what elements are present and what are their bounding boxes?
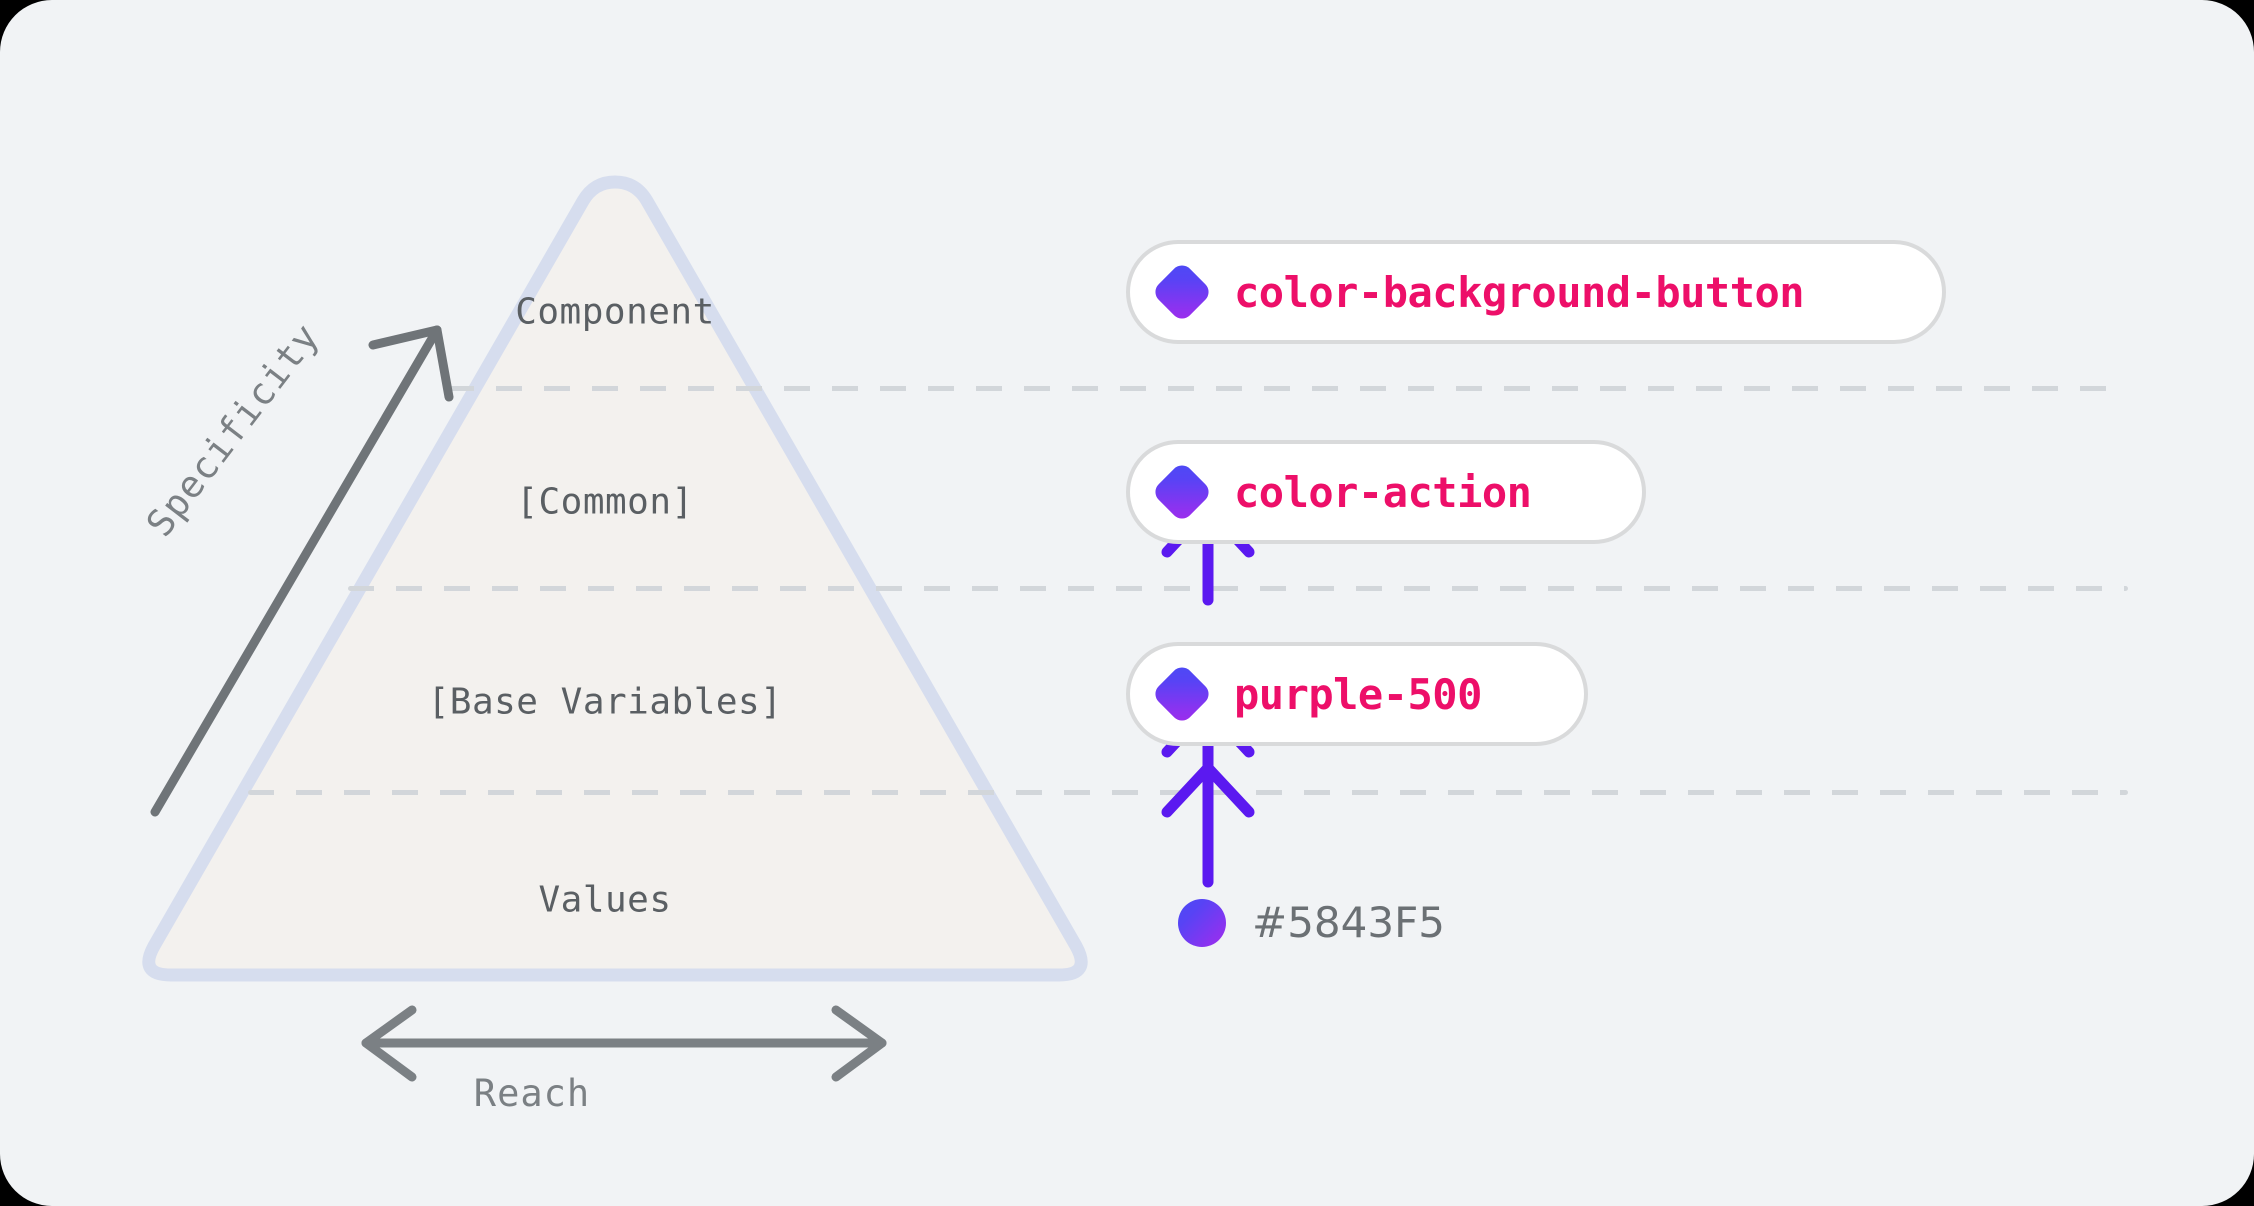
- circle-icon: [1178, 898, 1226, 947]
- token-pill-color-background-button[interactable]: color-background-button: [1126, 240, 1946, 344]
- token-pill-label: color-action: [1234, 467, 1532, 517]
- token-value-label: #5843F5: [1252, 898, 1445, 947]
- tier-label-values: Values: [538, 879, 672, 921]
- reach-axis-label: Reach: [473, 1072, 591, 1115]
- tier-label-component: Component: [515, 291, 715, 333]
- tier-label-common: [Common]: [516, 481, 694, 523]
- diamond-icon: [1150, 460, 1214, 524]
- token-pill-purple-500[interactable]: purple-500: [1126, 642, 1588, 746]
- tier-label-base-variables: [Base Variables]: [427, 681, 783, 723]
- token-value-row: #5843F5: [1178, 898, 1445, 947]
- token-pill-color-action[interactable]: color-action: [1126, 440, 1646, 544]
- diamond-icon: [1150, 662, 1214, 726]
- token-pill-label: purple-500: [1234, 669, 1482, 719]
- token-pill-label: color-background-button: [1234, 267, 1805, 317]
- diamond-icon: [1150, 260, 1214, 324]
